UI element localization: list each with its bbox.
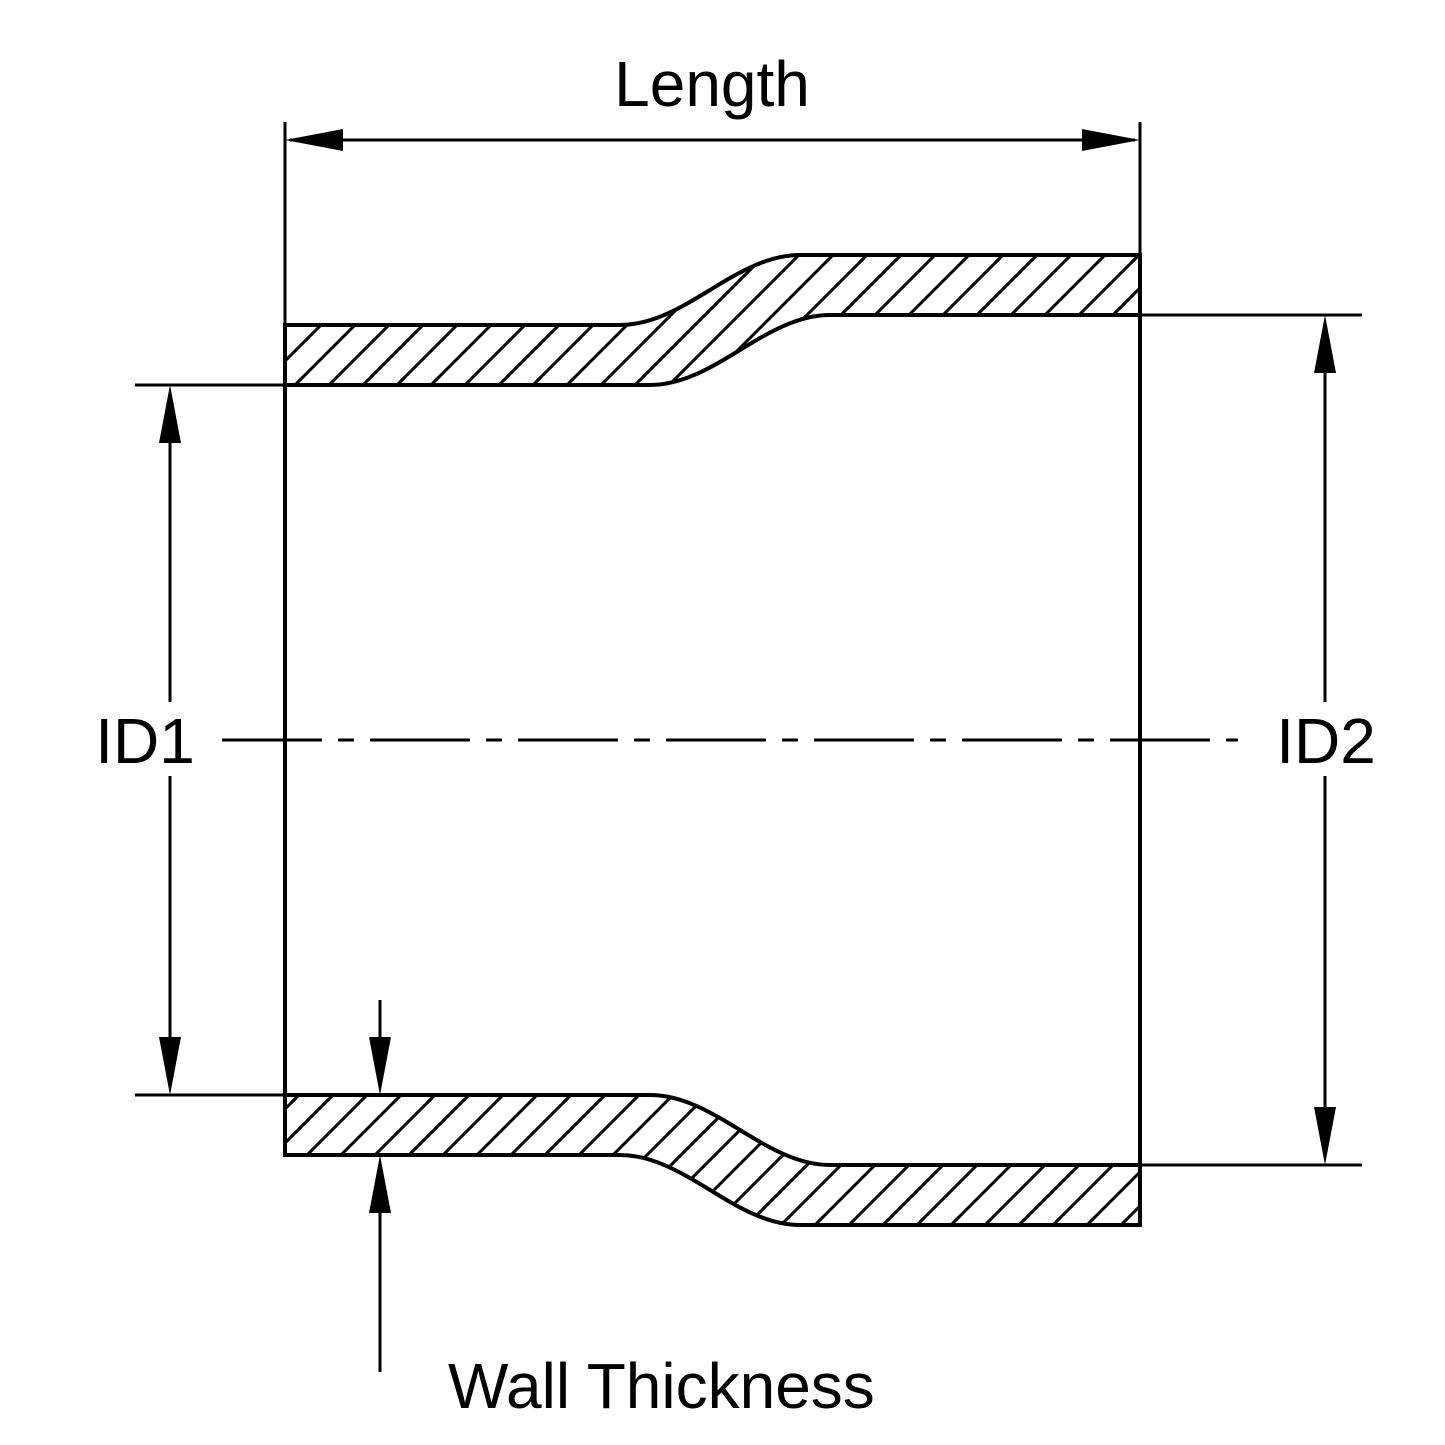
- id1-arrow-up-icon: [159, 385, 181, 443]
- id2-arrow-down-icon: [1314, 1107, 1336, 1165]
- length-arrow-left-icon: [285, 129, 343, 151]
- id2-dimension: [1140, 313, 1362, 1167]
- id1-dimension: [135, 383, 285, 1097]
- wall-thickness-arrow-up-icon: [369, 1155, 391, 1213]
- id2-arrow-up-icon: [1314, 315, 1336, 373]
- wall-thickness-label: Wall Thickness: [448, 1350, 875, 1422]
- id1-label-mask: [93, 702, 197, 776]
- id1-label: ID1: [95, 705, 195, 777]
- length-arrow-right-icon: [1082, 129, 1140, 151]
- length-dimension: [283, 122, 1142, 325]
- wall-thickness-arrow-down-icon: [369, 1037, 391, 1095]
- length-label: Length: [614, 48, 810, 120]
- id2-label-mask: [1268, 702, 1384, 776]
- id2-label: ID2: [1276, 705, 1376, 777]
- wall-thickness-callout: [369, 1000, 391, 1372]
- id1-arrow-down-icon: [159, 1037, 181, 1095]
